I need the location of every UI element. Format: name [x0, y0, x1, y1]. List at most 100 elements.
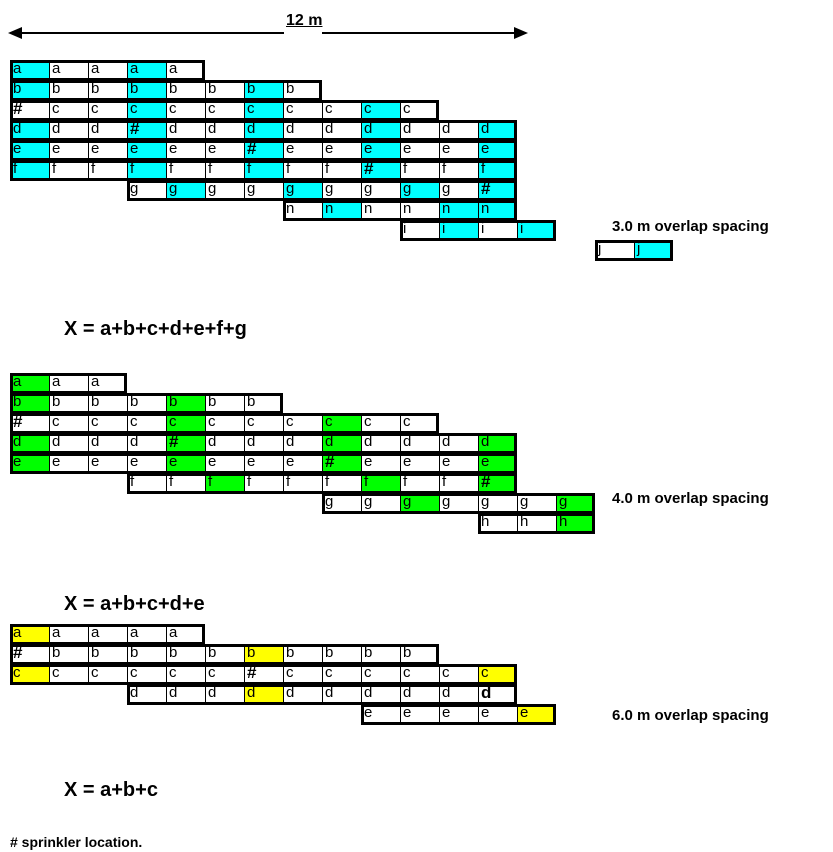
area-cell: f	[403, 160, 408, 177]
area-cell: c	[91, 664, 99, 681]
width-dimension-arrow	[8, 27, 528, 39]
area-cell: f	[91, 160, 96, 177]
sprinkler-cell: #	[322, 453, 361, 473]
cell-divider	[517, 707, 518, 722]
coverage-formula: X = a+b+c	[64, 779, 158, 801]
area-cell: f	[403, 473, 408, 490]
area-cell: b	[244, 80, 283, 100]
cell-divider	[478, 687, 479, 702]
area-cell: d	[52, 120, 61, 137]
area-cell: g	[481, 493, 490, 510]
cell-divider	[88, 103, 89, 118]
cell-divider	[127, 123, 128, 138]
cell-divider	[244, 163, 245, 178]
cell-divider	[88, 143, 89, 158]
area-cell: f	[247, 473, 252, 490]
area-cell: a	[10, 60, 49, 80]
cell-divider	[361, 456, 362, 471]
sprinkler-cell: #	[478, 180, 517, 200]
cell-divider	[166, 83, 167, 98]
cell-divider	[244, 143, 245, 158]
cell-divider	[361, 687, 362, 702]
cell-divider	[244, 123, 245, 138]
cell-divider	[244, 667, 245, 682]
area-cell: c	[286, 664, 294, 681]
area-cell: g	[556, 493, 595, 513]
area-cell: a	[52, 373, 61, 390]
spacing-label: 4.0 m overlap spacing	[612, 490, 769, 507]
grid-row-outline	[127, 473, 517, 494]
area-cell: c	[130, 413, 138, 430]
cell-divider	[49, 83, 50, 98]
cell-divider	[205, 647, 206, 662]
cell-divider	[205, 436, 206, 451]
area-cell: g	[325, 180, 334, 197]
area-cell: d	[286, 684, 295, 701]
cell-divider	[556, 496, 557, 511]
area-cell: i	[439, 220, 478, 240]
cell-divider	[361, 436, 362, 451]
cell-divider	[166, 396, 167, 411]
area-cell: b	[130, 644, 139, 661]
cell-divider	[478, 163, 479, 178]
footnote-sprinkler-location: # sprinkler location.	[10, 834, 143, 850]
area-cell: d	[10, 120, 49, 140]
area-cell: c	[364, 413, 372, 430]
area-cell: g	[166, 180, 205, 200]
area-cell: h	[520, 513, 529, 530]
sprinkler-cell: #	[13, 412, 23, 431]
area-cell: a	[169, 60, 178, 77]
area-cell: f	[169, 160, 174, 177]
cell-divider	[439, 456, 440, 471]
coverage-formula: X = a+b+c+d+e+f+g	[64, 318, 247, 340]
area-cell: e	[517, 704, 556, 724]
area-cell: i	[517, 220, 556, 240]
area-cell: e	[52, 453, 61, 470]
area-cell: c	[208, 413, 216, 430]
area-cell: d	[91, 433, 100, 450]
cell-divider	[127, 396, 128, 411]
cell-divider	[478, 707, 479, 722]
cell-divider	[127, 647, 128, 662]
cell-divider	[205, 416, 206, 431]
cell-divider	[88, 396, 89, 411]
area-cell: e	[169, 140, 178, 157]
cell-divider	[322, 416, 323, 431]
area-cell: d	[478, 433, 517, 453]
grid-row-outline	[595, 240, 673, 261]
area-cell: c	[127, 100, 166, 120]
area-cell: a	[91, 624, 100, 641]
sprinkler-cell: #	[127, 120, 166, 140]
area-cell: b	[208, 80, 217, 97]
area-cell: d	[52, 433, 61, 450]
area-cell: e	[130, 453, 139, 470]
area-cell: d	[10, 433, 49, 453]
area-cell: c	[52, 100, 60, 117]
cell-divider	[439, 163, 440, 178]
area-cell: d	[442, 120, 451, 137]
area-cell: c	[208, 100, 216, 117]
area-cell: c	[244, 100, 283, 120]
area-cell: e	[325, 140, 334, 157]
cell-divider	[322, 687, 323, 702]
area-cell: e	[208, 453, 217, 470]
cell-divider	[283, 647, 284, 662]
area-cell: d	[208, 684, 217, 701]
width-label: 12 m	[286, 12, 323, 29]
area-cell: f	[169, 473, 174, 490]
cell-divider	[49, 416, 50, 431]
area-cell: a	[10, 373, 49, 393]
cell-divider	[322, 123, 323, 138]
cell-divider	[166, 183, 167, 198]
cell-divider	[322, 436, 323, 451]
cell-divider	[127, 143, 128, 158]
area-cell: e	[52, 140, 61, 157]
area-cell: c	[208, 664, 216, 681]
spacing-label: 6.0 m overlap spacing	[612, 707, 769, 724]
area-cell: e	[442, 140, 451, 157]
cell-divider	[400, 667, 401, 682]
area-cell: i	[403, 220, 407, 237]
cell-divider	[556, 516, 557, 531]
area-cell: c	[247, 413, 255, 430]
area-cell: j	[634, 240, 673, 260]
